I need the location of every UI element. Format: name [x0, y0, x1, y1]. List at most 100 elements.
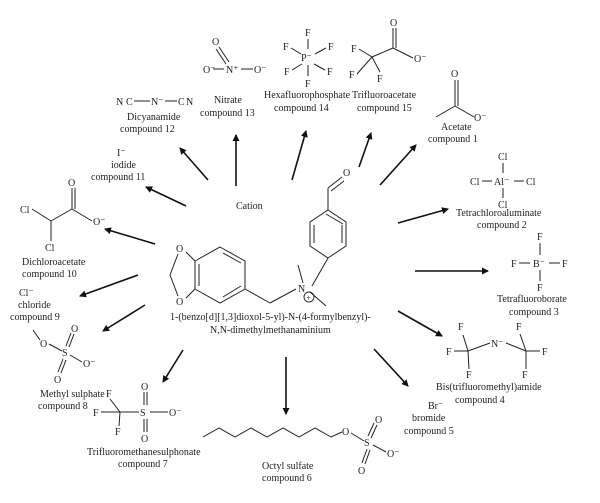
- central-cation-structure: O O N + O: [169, 168, 350, 308]
- octyl-sulfate-name: Octyl sulfate: [262, 461, 314, 472]
- tetrafluoroborate-compound-number: compound 3: [509, 307, 559, 318]
- triflate-f3: F: [115, 427, 121, 438]
- pf6-f-top: F: [305, 28, 311, 39]
- positive-charge-icon: [303, 291, 315, 303]
- iodide-compound-number: compound 11: [91, 172, 145, 183]
- dicyanamide-n-right: N: [186, 97, 193, 108]
- cation-label: Cation: [236, 201, 263, 212]
- chloride-name: chloride: [18, 300, 51, 311]
- sulfate-oxygen-bottom: O: [358, 466, 365, 477]
- sulfate-oxygen-minus: O⁻: [387, 449, 400, 460]
- acetate-name: Acetate: [441, 122, 472, 133]
- methyl-sulphate-compound-number: compound 8: [38, 401, 88, 412]
- b-fluorine-bottom: F: [537, 283, 543, 294]
- tetrachloroaluminate-structure: Cl Cl Al⁻ Cl Cl: [470, 152, 536, 211]
- acetate-oxygen-minus: O⁻: [474, 113, 487, 124]
- arrow-to-tetrachloroaluminate: [397, 207, 449, 224]
- dicyanamide-compound-number: compound 12: [120, 124, 175, 135]
- arrow-to-trifluoroacetate: [358, 132, 373, 168]
- hexafluorophosphate-structure: F F F P⁻ F F F: [283, 28, 334, 90]
- methyl-sulphate-oxygen-minus: O⁻: [83, 359, 96, 370]
- hexafluorophosphate-name: Hexafluorophosphate: [264, 90, 351, 101]
- amide-f3: F: [466, 370, 472, 381]
- b-fluorine-right: F: [562, 259, 568, 270]
- dichloroacetate-compound-number: compound 10: [22, 269, 77, 280]
- chloride-formula: Cl⁻: [19, 288, 34, 299]
- dicyanamide-structure: N C N⁻ C N: [116, 97, 193, 108]
- pf6-f-upper-right: F: [328, 42, 334, 53]
- dicyanamide-name: Dicyanamide: [127, 112, 181, 123]
- triflate-f1: F: [106, 389, 112, 400]
- boron-minus: B⁻: [533, 259, 545, 270]
- arrow-to-chloride: [79, 274, 139, 298]
- amide-nitrogen-minus: N⁻: [491, 339, 504, 350]
- dicyanamide-n-left: N: [116, 97, 123, 108]
- nitrate-structure: O N⁺ O⁻ O⁻: [203, 37, 267, 76]
- dca-oxygen-minus: O⁻: [93, 217, 106, 228]
- al-chlorine-right: Cl: [526, 177, 536, 188]
- triflate-sulfur: S: [140, 408, 146, 419]
- sulfate-oxygen-top: O: [375, 415, 382, 426]
- al-chlorine-bottom: Cl: [498, 200, 508, 211]
- dicyanamide-c-right: C: [178, 97, 185, 108]
- phosphorus-minus: P⁻: [301, 53, 312, 64]
- dicyanamide-n-minus: N⁻: [151, 97, 164, 108]
- chloride-compound-number: compound 9: [10, 312, 60, 323]
- b-fluorine-top: F: [537, 232, 543, 243]
- tfa-f1: F: [351, 44, 357, 55]
- dioxole-oxygen-top: O: [176, 244, 183, 255]
- triflate-oxygen-bottom: O: [141, 434, 148, 445]
- dca-oxygen: O: [68, 178, 75, 189]
- tetrachloroaluminate-compound-number: compound 2: [477, 220, 527, 231]
- nitrate-oxygen-minus-right: O⁻: [254, 65, 267, 76]
- pf6-f-lower-left: F: [284, 67, 290, 78]
- arrow-to-bromide: [373, 348, 409, 387]
- arrow-to-dicyanamide: [179, 147, 209, 181]
- acetate-oxygen: O: [451, 69, 458, 80]
- bis-trifluoromethyl-amide-structure: F F F N⁻ F F F: [446, 322, 548, 381]
- tfa-f2: F: [349, 70, 355, 81]
- acetate-structure: O O⁻: [435, 69, 487, 124]
- acetate-compound-number: compound 1: [428, 134, 478, 145]
- arrow-to-methyl-sulphate: [102, 304, 146, 332]
- arrow-to-acetate: [379, 144, 417, 186]
- al-chlorine-left: Cl: [470, 177, 480, 188]
- nitrate-oxygen-top: O: [212, 37, 219, 48]
- tetrachloroaluminate-name: Tetrachloroaluminate: [456, 208, 542, 219]
- dichloroacetate-structure: Cl Cl O O⁻: [20, 178, 106, 254]
- nitrate-nitrogen-plus: N⁺: [226, 65, 239, 76]
- iodide-formula: I⁻: [117, 148, 126, 159]
- nitrate-name: Nitrate: [214, 95, 242, 106]
- trifluoromethanesulphonate-name: Trifluoromethanesulphonate: [87, 447, 201, 458]
- dca-chlorine-2: Cl: [45, 243, 55, 254]
- arrow-to-trifluoromethanesulphonate: [162, 349, 184, 383]
- methyl-sulphate-sulfur: S: [62, 348, 68, 359]
- trifluoromethanesulphonate-structure: F F F S O O⁻ O: [93, 382, 182, 445]
- triflate-oxygen-top: O: [141, 382, 148, 393]
- methyl-sulphate-oxygen-bottom: O: [54, 375, 61, 386]
- bromide-formula: Br⁻: [428, 401, 443, 412]
- amide-f4: F: [516, 322, 522, 333]
- triflate-f2: F: [93, 408, 99, 419]
- nitrate-oxygen-minus-left: O⁻: [203, 65, 216, 76]
- tetrafluoroborate-structure: F F B⁻ F F: [511, 232, 568, 294]
- aldehyde-oxygen: O: [343, 168, 350, 179]
- dicyanamide-c-left: C: [126, 97, 133, 108]
- dichloroacetate-name: Dichloroacetate: [22, 257, 86, 268]
- iodide-name: iodide: [111, 160, 137, 171]
- dioxole-oxygen-bottom: O: [176, 297, 183, 308]
- trifluoroacetate-compound-number: compound 15: [357, 103, 412, 114]
- octyl-sulfate-compound-number: compound 6: [262, 473, 312, 484]
- tfa-oxygen: O: [390, 18, 397, 29]
- arrows: [79, 130, 489, 415]
- trifluoroacetate-name: Trifluoroacetate: [352, 90, 417, 101]
- amide-f2: F: [458, 322, 464, 333]
- al-chlorine-top: Cl: [498, 152, 508, 163]
- sulfate-ester-oxygen: O: [342, 427, 349, 438]
- trifluoromethanesulphonate-compound-number: compound 7: [118, 459, 168, 470]
- bromide-name: bromide: [412, 413, 446, 424]
- bis-trifluoromethyl-amide-name: Bis(trifluoromethyl)amide: [436, 382, 542, 393]
- b-fluorine-left: F: [511, 259, 517, 270]
